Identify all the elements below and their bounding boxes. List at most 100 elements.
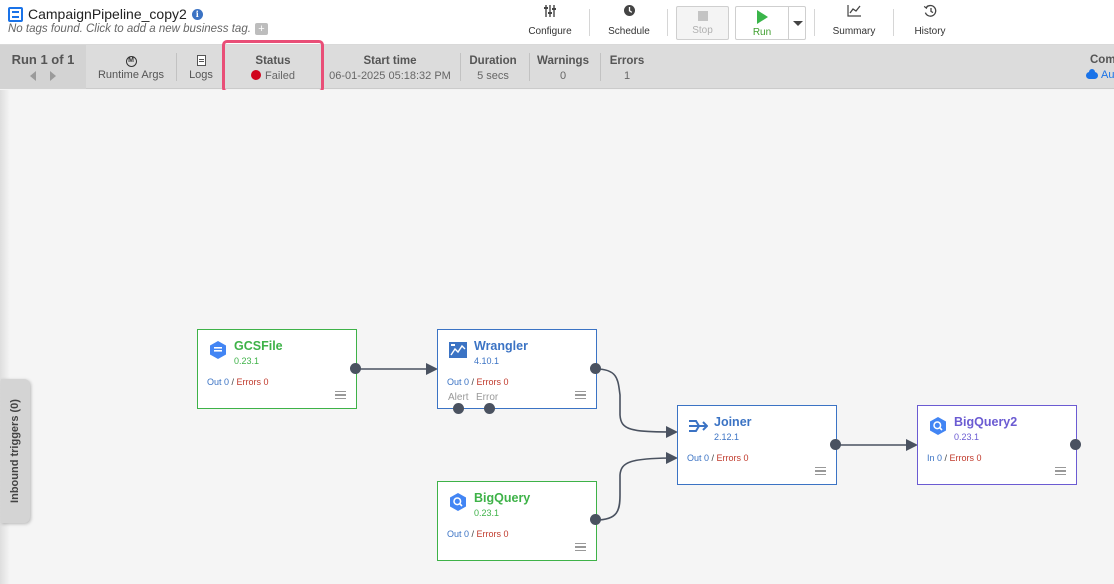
node-name: Wrangler — [474, 339, 528, 353]
wrangler-icon — [449, 342, 467, 358]
start-time-label: Start time — [363, 55, 417, 67]
runbar-divider — [176, 53, 177, 81]
node-menu-icon[interactable] — [575, 543, 586, 551]
runtime-args-button[interactable]: M Runtime Args — [96, 45, 166, 89]
node-name: BigQuery — [474, 491, 531, 505]
logs-label: Logs — [189, 69, 213, 81]
configure-button[interactable]: Configure — [525, 4, 575, 40]
node-error-count[interactable]: Errors 0 — [949, 453, 982, 463]
info-icon[interactable]: i — [191, 8, 203, 20]
status-label: Status — [255, 55, 291, 67]
run-duration: Duration 5 secs — [466, 45, 520, 89]
node-version: 4.10.1 — [474, 356, 500, 366]
schedule-label: Schedule — [608, 26, 650, 37]
summary-button[interactable]: Summary — [826, 4, 882, 40]
node-joiner[interactable]: Joiner 2.12.1 Out 0 / Errors 0 — [677, 405, 837, 485]
node-bigquery[interactable]: BigQuery 0.23.1 Out 0 / Errors 0 — [437, 481, 597, 561]
compute-value[interactable]: Au — [1101, 69, 1114, 81]
node-name: Joiner — [714, 415, 752, 429]
runtime-args-label: Runtime Args — [97, 69, 165, 81]
run-dropdown-caret-icon[interactable] — [788, 7, 805, 39]
node-name: BigQuery2 — [954, 415, 1018, 429]
compute-profile-link[interactable]: Au — [1086, 68, 1114, 81]
toolbar-divider — [814, 9, 815, 36]
node-bigquery2[interactable]: BigQuery2 0.23.1 In 0 / Errors 0 — [917, 405, 1077, 485]
configure-label: Configure — [528, 26, 572, 37]
previous-run-icon[interactable] — [30, 71, 36, 81]
clock-icon — [604, 4, 654, 22]
node-error-count[interactable]: Errors 0 — [716, 453, 749, 463]
run-button[interactable]: Run — [735, 6, 806, 40]
run-main-button[interactable]: Run — [736, 7, 788, 39]
node-out-count[interactable]: Out 0 — [687, 453, 710, 463]
inbound-triggers-label[interactable]: Inbound triggers (0) — [9, 399, 21, 503]
add-tag-button[interactable]: + — [254, 23, 268, 35]
joiner-icon — [689, 420, 708, 432]
node-error-count[interactable]: Errors 0 — [476, 377, 509, 387]
output-port[interactable] — [350, 363, 361, 374]
node-gcsfile[interactable]: GCSFile 0.23.1 Out 0 / Errors 0 — [197, 329, 357, 409]
run-warnings: Warnings 0 — [534, 45, 592, 89]
chart-line-icon — [826, 4, 882, 22]
inbound-triggers-tab[interactable] — [1, 379, 30, 523]
node-metrics[interactable]: In 0 / Errors 0 — [927, 453, 982, 463]
alert-port-label: Alert — [448, 392, 469, 403]
node-out-count[interactable]: Out 0 — [447, 377, 470, 387]
error-port[interactable] — [484, 403, 495, 414]
status-value: Failed — [265, 70, 295, 82]
node-out-count[interactable]: Out 0 — [207, 377, 230, 387]
output-port[interactable] — [590, 514, 601, 525]
alert-port[interactable] — [453, 403, 464, 414]
node-version: 0.23.1 — [234, 356, 260, 366]
metrics-separator: / — [229, 377, 237, 387]
run-status: Status Failed — [228, 45, 318, 89]
history-button[interactable]: History — [906, 4, 954, 40]
duration-value: 5 secs — [477, 70, 509, 82]
tags-empty-text[interactable]: No tags found. Click to add a new busine… — [8, 23, 251, 35]
node-metrics[interactable]: Out 0 / Errors 0 — [447, 377, 509, 387]
next-run-icon[interactable] — [50, 71, 56, 81]
pipeline-header: CampaignPipeline_copy2 i No tags found. … — [0, 0, 1114, 45]
history-icon — [906, 4, 954, 22]
node-metrics[interactable]: Out 0 / Errors 0 — [207, 377, 269, 387]
node-version: 0.23.1 — [954, 432, 980, 442]
stop-label: Stop — [692, 25, 713, 36]
node-in-count[interactable]: In 0 — [927, 453, 943, 463]
runtime-args-icon: M — [125, 56, 137, 67]
runbar-divider — [600, 53, 601, 81]
output-port[interactable] — [590, 363, 601, 374]
run-info-bar: Run 1 of 1 M Runtime Args Logs Status Fa… — [0, 45, 1114, 89]
pipeline-name: CampaignPipeline_copy2 — [28, 6, 187, 22]
toolbar-divider — [589, 9, 590, 36]
output-port[interactable] — [1070, 439, 1081, 450]
node-out-count[interactable]: Out 0 — [447, 529, 470, 539]
logs-icon — [196, 55, 206, 66]
node-error-count[interactable]: Errors 0 — [236, 377, 269, 387]
node-metrics[interactable]: Out 0 / Errors 0 — [447, 529, 509, 539]
start-time-value: 06-01-2025 05:18:32 PM — [329, 70, 451, 82]
logs-button[interactable]: Logs — [184, 45, 218, 89]
metrics-separator: / — [942, 453, 950, 463]
play-icon — [756, 10, 768, 24]
schedule-button[interactable]: Schedule — [604, 4, 654, 40]
stop-button[interactable]: Stop — [676, 6, 729, 40]
bigquery-icon — [930, 417, 946, 435]
canvas-left-shade — [0, 90, 10, 584]
pipeline-title: CampaignPipeline_copy2 i — [8, 6, 203, 22]
business-tags[interactable]: No tags found. Click to add a new busine… — [8, 23, 268, 35]
gcs-icon — [210, 341, 226, 359]
node-error-count[interactable]: Errors 0 — [476, 529, 509, 539]
node-menu-icon[interactable] — [815, 467, 826, 475]
node-wrangler[interactable]: Wrangler 4.10.1 Out 0 / Errors 0 Alert E… — [437, 329, 597, 409]
status-highlight-box — [222, 40, 324, 93]
node-menu-icon[interactable] — [335, 391, 346, 399]
runbar-divider — [529, 53, 530, 81]
node-menu-icon[interactable] — [575, 391, 586, 399]
node-menu-icon[interactable] — [1055, 467, 1066, 475]
error-port-label: Error — [476, 392, 499, 403]
errors-value: 1 — [623, 70, 631, 82]
metrics-separator: / — [469, 377, 477, 387]
output-port[interactable] — [830, 439, 841, 450]
pipeline-app-icon — [8, 6, 23, 22]
node-metrics[interactable]: Out 0 / Errors 0 — [687, 453, 749, 463]
